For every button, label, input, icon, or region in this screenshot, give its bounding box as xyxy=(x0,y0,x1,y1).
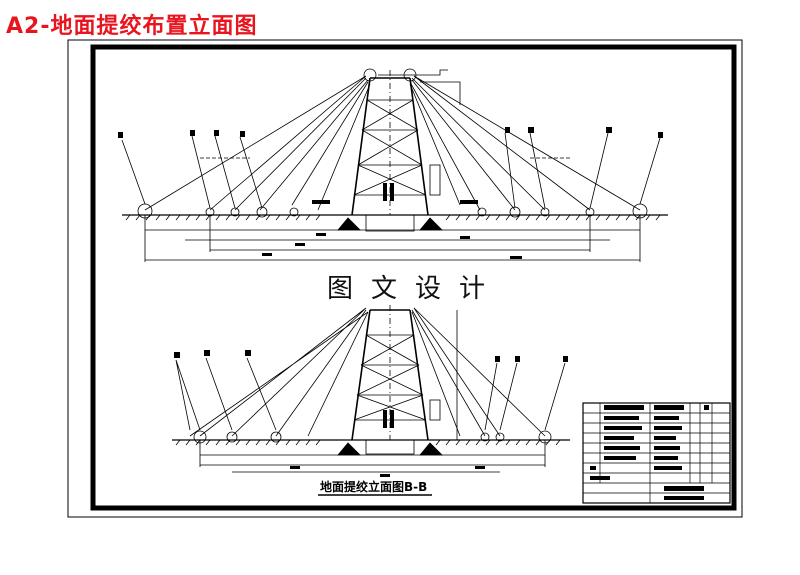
watermark-text: 图文设计 xyxy=(327,274,503,304)
sheet-title: A2-地面提绞布置立面图 xyxy=(6,14,258,39)
lower-elevation xyxy=(172,305,570,473)
sheet-outer-border xyxy=(67,39,743,518)
upper-small-labels xyxy=(118,127,663,259)
section-caption: 地面提绞立面图B-B xyxy=(320,479,427,494)
drawing-frame xyxy=(90,44,737,511)
lower-small-labels xyxy=(174,350,568,477)
title-block-fills xyxy=(590,405,709,500)
upper-elevation xyxy=(121,68,668,262)
title-block xyxy=(582,402,731,504)
